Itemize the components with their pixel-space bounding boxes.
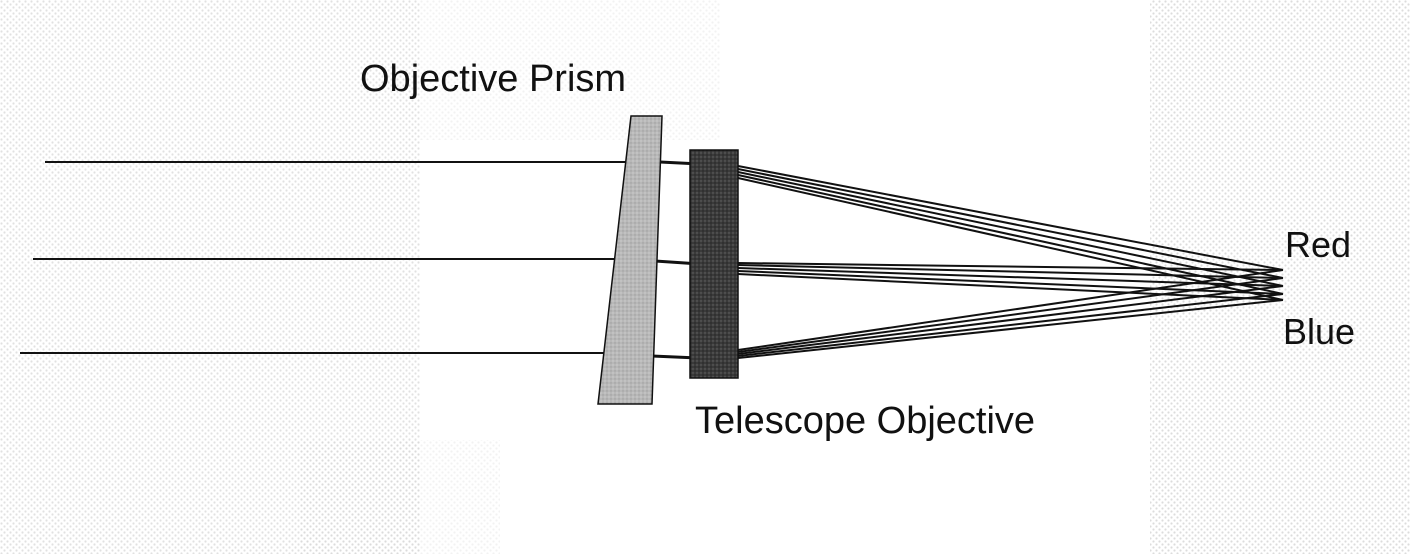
dispersed-rays xyxy=(737,165,1284,359)
telescope-objective-label: Telescope Objective xyxy=(695,400,1035,442)
incoming-rays xyxy=(20,161,632,354)
blue-label: Blue xyxy=(1283,311,1355,352)
objective-prism-label: Objective Prism xyxy=(360,58,626,100)
telescope-objective-lens xyxy=(689,149,739,379)
objective-prism-wedge xyxy=(597,115,663,405)
red-label: Red xyxy=(1285,224,1351,265)
